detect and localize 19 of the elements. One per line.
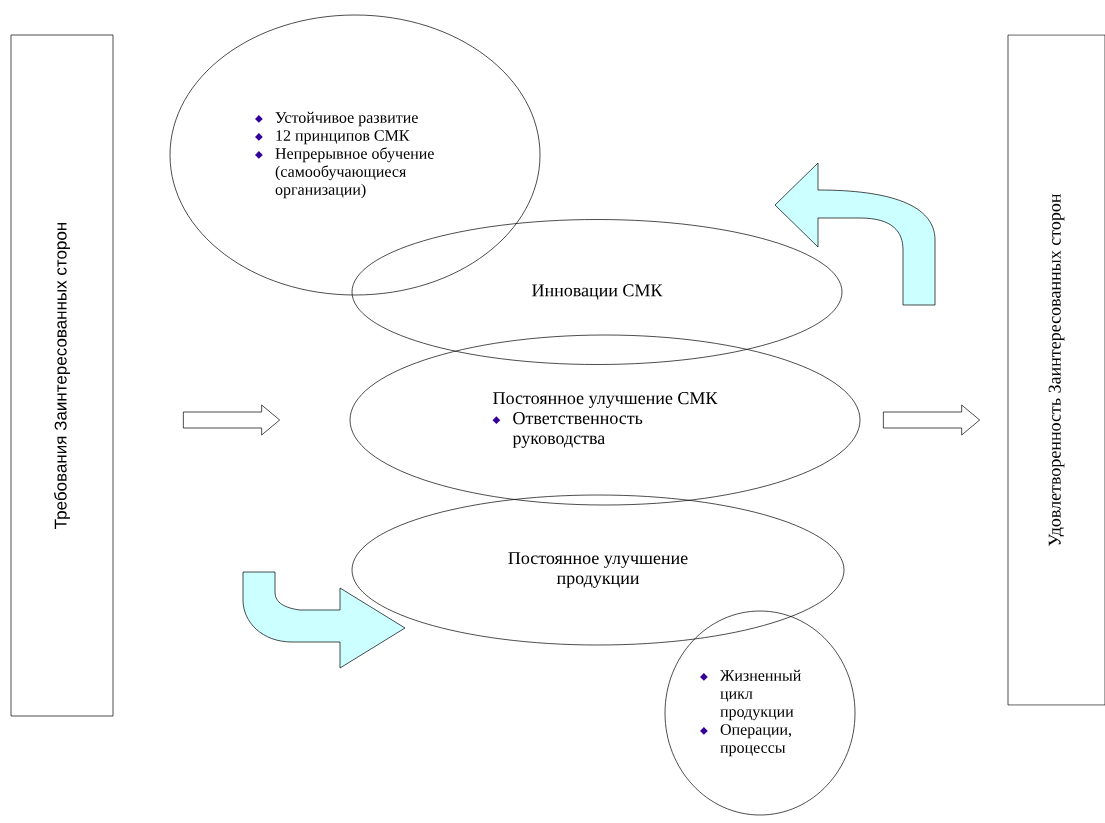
side-box xyxy=(1007,34,1105,706)
bullet-item: Непрерывное обучение (самообучающиеся организации) xyxy=(275,147,434,199)
side-box xyxy=(10,34,114,717)
side-label: Удовлетворенность Заинтересованных сторон xyxy=(1048,193,1065,546)
side-label: Требования Заинтересованных сторон xyxy=(54,222,70,529)
ellipse-shape xyxy=(351,494,845,646)
heading: Постоянное улучшение СМК xyxy=(493,392,718,408)
ellipse-shape xyxy=(349,334,861,506)
bullet-item: 12 принципов СМК xyxy=(276,130,410,145)
bullet-item: Жизненный цикл продукции xyxy=(720,669,801,721)
bullet-item: Ответственность руководства xyxy=(512,412,643,448)
ellipse-shape xyxy=(664,610,856,816)
block-arrow xyxy=(883,404,980,436)
block-arrow xyxy=(183,404,280,436)
ellipse-shape xyxy=(351,219,843,365)
bullet-item: Устойчивое развитие xyxy=(275,111,418,127)
heading: Инновации СМК xyxy=(532,284,663,300)
heading: Постоянное улучшение продукции xyxy=(508,552,688,588)
bullet-item: Операции, процессы xyxy=(720,724,791,757)
